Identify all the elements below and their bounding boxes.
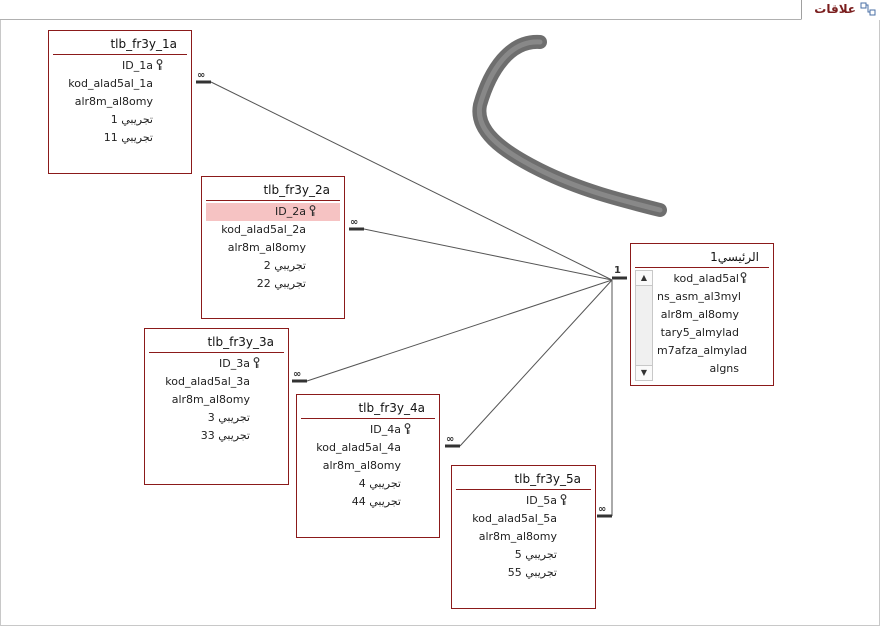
field-list: ID_4a kod_alad5al_4a alr8m_al8omy تجريبي… (301, 421, 435, 511)
field-list: kod_alad5al ns_asm_al3myl alr8m_al8omy t… (657, 270, 769, 381)
field-row[interactable]: kod_alad5al_2a (206, 221, 340, 239)
field-row[interactable]: تجريبي 5 (456, 546, 591, 564)
table-title[interactable]: tlb_fr3y_2a (202, 183, 344, 199)
field-row[interactable]: alr8m_al8omy (301, 457, 435, 475)
field-row[interactable]: ID_3a (149, 355, 284, 373)
field-row[interactable]: algns (657, 360, 769, 378)
many-symbol-1: ∞ (197, 70, 205, 81)
field-row[interactable]: تجريبي 1 (53, 111, 187, 129)
many-symbol-5: ∞ (598, 504, 606, 515)
primary-key-icon (404, 423, 411, 435)
relation-line-2 (364, 229, 612, 280)
table-tlb-fr3y-5a[interactable]: tlb_fr3y_5a ID_5a kod_alad5al_5a alr8m_a… (451, 465, 596, 609)
field-row-selected[interactable]: ID_2a (206, 203, 340, 221)
field-row[interactable]: تجريبي 4 (301, 475, 435, 493)
field-list: ID_5a kod_alad5al_5a alr8m_al8omy تجريبي… (456, 492, 591, 582)
many-symbol-2: ∞ (350, 217, 358, 228)
primary-key-icon (309, 205, 316, 217)
field-row[interactable]: kod_alad5al_4a (301, 439, 435, 457)
field-row[interactable]: alr8m_al8omy (456, 528, 591, 546)
primary-key-icon (740, 272, 747, 284)
field-row[interactable]: alr8m_al8omy (206, 239, 340, 257)
field-row[interactable]: kod_alad5al_5a (456, 510, 591, 528)
table-tlb-fr3y-2a[interactable]: tlb_fr3y_2a ID_2a kod_alad5al_2a alr8m_a… (201, 176, 345, 319)
field-row[interactable]: kod_alad5al_1a (53, 75, 187, 93)
table-title[interactable]: tlb_fr3y_4a (297, 401, 439, 417)
primary-key-icon (156, 59, 163, 71)
table-title[interactable]: tlb_fr3y_3a (145, 335, 288, 351)
scroll-up-button[interactable]: ▲ (636, 271, 652, 286)
field-row[interactable]: تجريبي 11 (53, 129, 187, 147)
field-row[interactable]: ID_4a (301, 421, 435, 439)
field-row[interactable]: ID_5a (456, 492, 591, 510)
table-title[interactable]: tlb_fr3y_1a (49, 37, 191, 53)
field-row[interactable]: m7afza_almylad (657, 342, 769, 360)
field-row[interactable]: تجريبي 3 (149, 409, 284, 427)
table-main[interactable]: الرئيسي1 ▲ ▼ kod_alad5al ns_asm_al3myl a… (630, 243, 774, 386)
table-tlb-fr3y-3a[interactable]: tlb_fr3y_3a ID_3a kod_alad5al_3a alr8m_a… (144, 328, 289, 485)
table-title[interactable]: الرئيسي1 (631, 250, 773, 266)
field-row[interactable]: alr8m_al8omy (53, 93, 187, 111)
field-list: ID_2a kod_alad5al_2a alr8m_al8omy تجريبي… (206, 203, 340, 293)
many-symbol-4: ∞ (446, 434, 454, 445)
field-row[interactable]: تجريبي 44 (301, 493, 435, 511)
field-row[interactable]: alr8m_al8omy (149, 391, 284, 409)
field-row[interactable]: تجريبي 33 (149, 427, 284, 445)
field-row[interactable]: ns_asm_al3myl (657, 288, 769, 306)
one-symbol: 1 (614, 265, 621, 276)
many-symbol-3: ∞ (293, 369, 301, 380)
field-list: ID_1a kod_alad5al_1a alr8m_al8omy تجريبي… (53, 57, 187, 147)
field-row[interactable]: kod_alad5al_3a (149, 373, 284, 391)
field-row[interactable]: kod_alad5al (657, 270, 769, 288)
field-row[interactable]: تجريبي 2 (206, 257, 340, 275)
primary-key-icon (560, 494, 567, 506)
field-list: ID_3a kod_alad5al_3a alr8m_al8omy تجريبي… (149, 355, 284, 445)
field-row[interactable]: alr8m_al8omy (657, 306, 769, 324)
primary-key-icon (253, 357, 260, 369)
field-row[interactable]: تجريبي 55 (456, 564, 591, 582)
table-title[interactable]: tlb_fr3y_5a (452, 472, 595, 488)
scroll-down-button[interactable]: ▼ (636, 365, 652, 380)
field-row[interactable]: ID_1a (53, 57, 187, 75)
table-tlb-fr3y-4a[interactable]: tlb_fr3y_4a ID_4a kod_alad5al_4a alr8m_a… (296, 394, 440, 538)
table-tlb-fr3y-1a[interactable]: tlb_fr3y_1a ID_1a kod_alad5al_1a alr8m_a… (48, 30, 192, 174)
field-row[interactable]: tary5_almylad (657, 324, 769, 342)
field-row[interactable]: تجريبي 22 (206, 275, 340, 293)
field-list-scrollbar[interactable]: ▲ ▼ (635, 270, 653, 381)
